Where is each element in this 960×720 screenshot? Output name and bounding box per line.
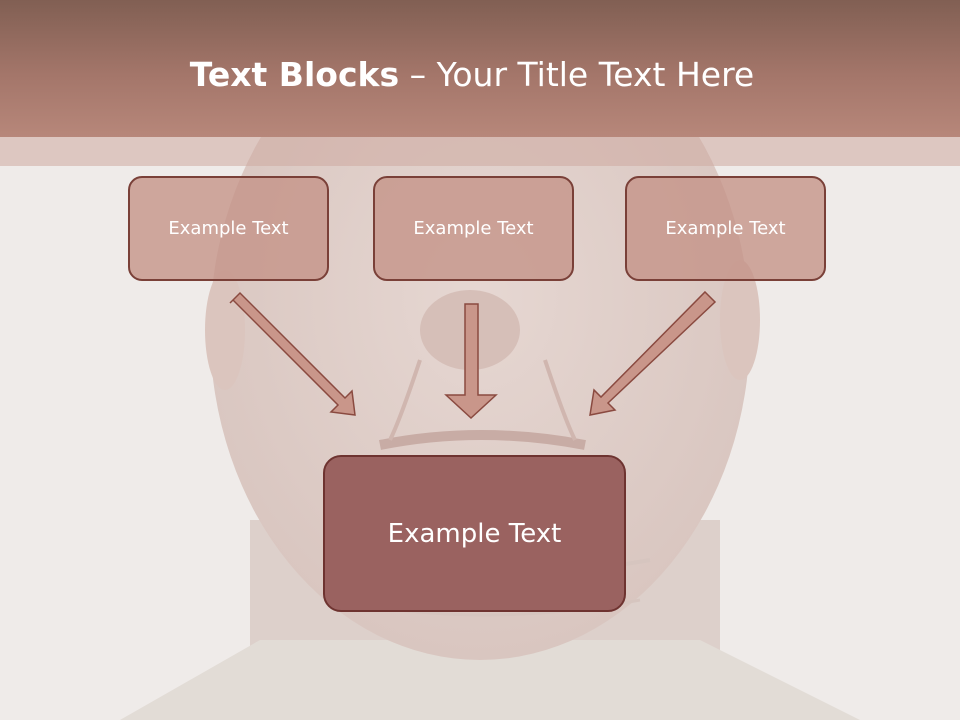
text-block-1-label: Example Text bbox=[168, 218, 289, 239]
main-text-block[interactable]: Example Text bbox=[323, 455, 626, 612]
text-block-3-label: Example Text bbox=[665, 218, 786, 239]
slide-title: Text Blocks – Your Title Text Here bbox=[0, 52, 944, 98]
header-strip bbox=[0, 137, 960, 166]
text-block-3[interactable]: Example Text bbox=[625, 176, 826, 281]
text-block-2-label: Example Text bbox=[413, 218, 534, 239]
text-block-1[interactable]: Example Text bbox=[128, 176, 329, 281]
down-left-arrow-icon bbox=[589, 290, 717, 416]
down-right-arrow-icon bbox=[229, 291, 356, 416]
header-bar bbox=[0, 0, 960, 137]
down-arrow-icon bbox=[444, 303, 498, 420]
title-dash: – bbox=[399, 55, 437, 94]
main-text-block-label: Example Text bbox=[387, 518, 562, 549]
title-rest: Your Title Text Here bbox=[436, 55, 755, 94]
text-block-2[interactable]: Example Text bbox=[373, 176, 574, 281]
title-bold: Text Blocks bbox=[189, 55, 400, 94]
